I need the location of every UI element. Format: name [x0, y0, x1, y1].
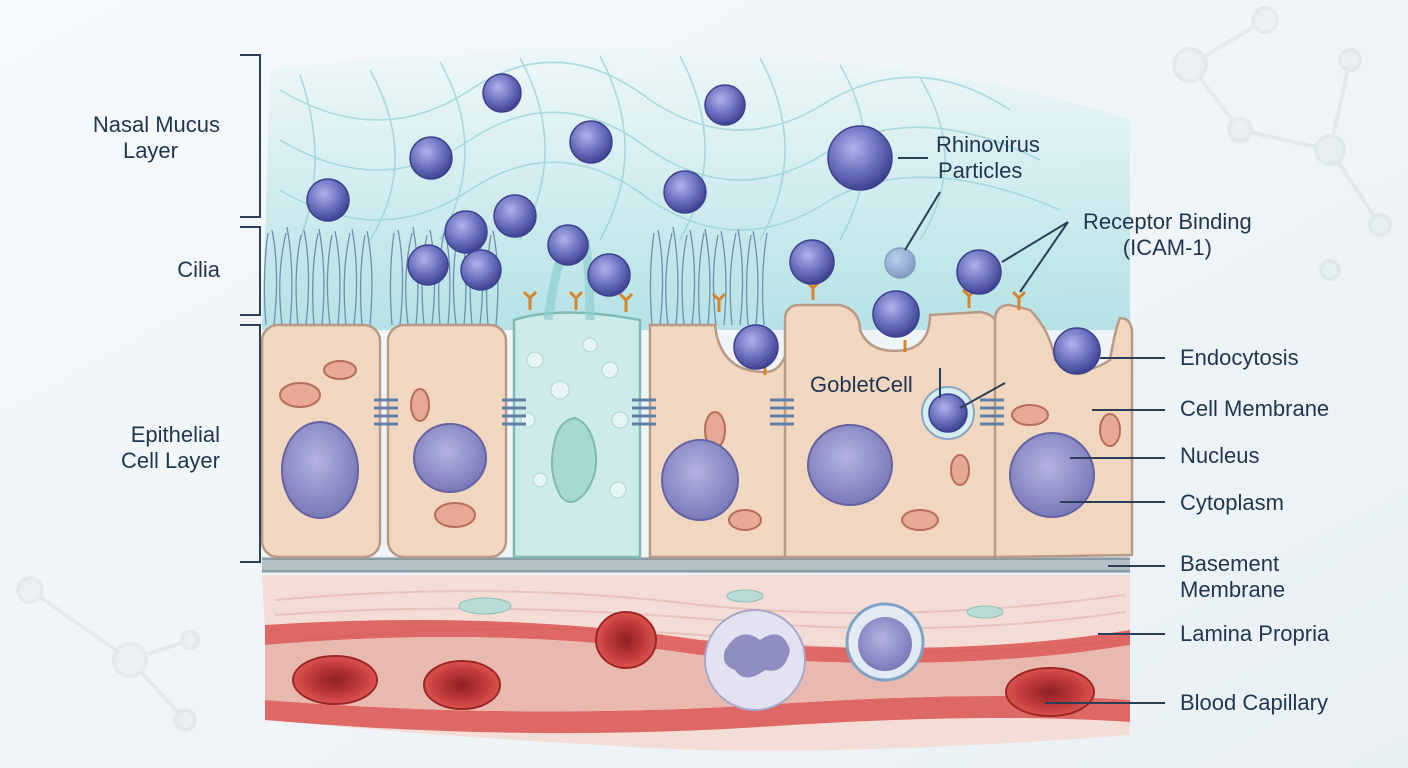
basement-membrane	[262, 557, 1130, 573]
label-basement-membrane: Basement Membrane	[1180, 551, 1285, 603]
white-blood-cell	[704, 609, 806, 711]
fibroblast	[966, 605, 1004, 619]
label-nasal-mucus-line1: Nasal Mucus	[92, 112, 220, 137]
icam1-receptors	[522, 280, 1027, 375]
lymphocyte	[845, 602, 925, 682]
label-cytoplasm: Cytoplasm	[1180, 490, 1284, 515]
layer-brackets	[240, 54, 261, 563]
red-blood-cells	[292, 611, 1095, 717]
label-basement-line2: Membrane	[1180, 577, 1286, 602]
label-blood-capillary: Blood Capillary	[1180, 690, 1328, 715]
molecule-decoration-top-right	[1172, 6, 1392, 281]
label-nucleus: Nucleus	[1180, 443, 1260, 468]
label-cell-membrane: Cell Membrane	[1180, 396, 1330, 421]
label-cilia: Cilia	[120, 257, 220, 283]
label-lamina-propria: Lamina Propria	[1180, 621, 1330, 646]
molecule-decoration-bottom-left	[16, 576, 200, 732]
capillary-lower-wall	[265, 696, 1130, 734]
label-epithelial-cell-layer: Epithelial Cell Layer	[70, 422, 220, 474]
label-rhinovirus-line2: Particles	[938, 158, 1023, 183]
label-rhinovirus-particles: Rhinovirus Particles	[936, 132, 1040, 184]
label-endocytosis: Endocytosis	[1180, 345, 1299, 370]
mitochondria	[279, 360, 1121, 531]
goblet-cell-shape	[512, 239, 642, 559]
fibroblast	[726, 589, 764, 603]
label-nasal-mucus-layer: Nasal Mucus Layer	[70, 112, 220, 164]
label-receptor-line1: Receptor Binding	[1083, 209, 1252, 234]
nuclei	[281, 421, 1095, 521]
label-basement-line1: Basement	[1180, 551, 1280, 576]
label-cilia-text: Cilia	[177, 257, 220, 282]
fibroblast	[458, 597, 512, 615]
label-goblet-cell: GobletCell	[810, 372, 913, 397]
leader-lines	[898, 157, 1165, 704]
label-epithelial-line1: Epithelial	[130, 422, 220, 447]
label-receptor-line2: (ICAM-1)	[1122, 235, 1212, 260]
label-receptor-binding: Receptor Binding (ICAM-1)	[1083, 209, 1252, 261]
rhinovirus-particles	[306, 73, 1101, 433]
label-epithelial-line2: Cell Layer	[120, 448, 220, 473]
tight-junctions	[374, 398, 1004, 426]
label-rhinovirus-line1: Rhinovirus	[936, 132, 1040, 157]
label-nasal-mucus-line2: Layer	[122, 138, 178, 163]
